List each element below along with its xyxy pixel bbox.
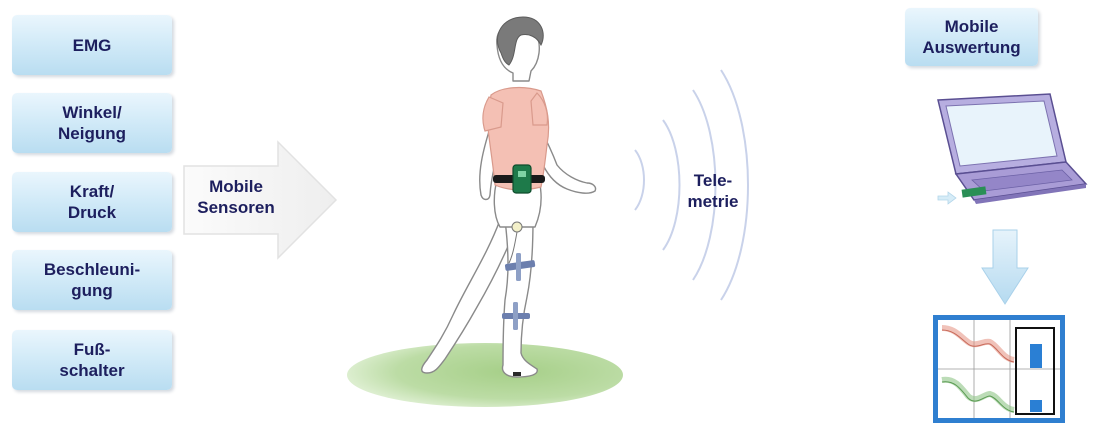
evaluation-box: Mobile Auswertung (905, 8, 1038, 66)
sensor-box-emg: EMG (12, 15, 172, 75)
laptop-icon (932, 92, 1087, 204)
sensor-label: Winkel/ Neigung (58, 102, 126, 144)
evaluation-label: Mobile Auswertung (922, 16, 1020, 58)
telemetry-label: Tele- metrie (673, 170, 753, 212)
chart-thumbnail-icon (932, 314, 1066, 424)
sensor-box-winkel: Winkel/ Neigung (12, 93, 172, 153)
down-arrow-icon (980, 228, 1030, 306)
sensor-box-kraft: Kraft/ Druck (12, 172, 172, 232)
sensor-box-beschleunigung: Beschleuni- gung (12, 250, 172, 310)
sensor-label: Kraft/ Druck (68, 181, 116, 223)
walking-person-figure (405, 15, 615, 385)
arrow-label: Mobile Sensoren (186, 176, 286, 218)
sensor-label: EMG (73, 35, 112, 56)
sensor-box-fussschalter: Fuß- schalter (12, 330, 172, 390)
sensor-label: Fuß- schalter (59, 339, 124, 381)
sensor-label: Beschleuni- gung (44, 259, 140, 301)
